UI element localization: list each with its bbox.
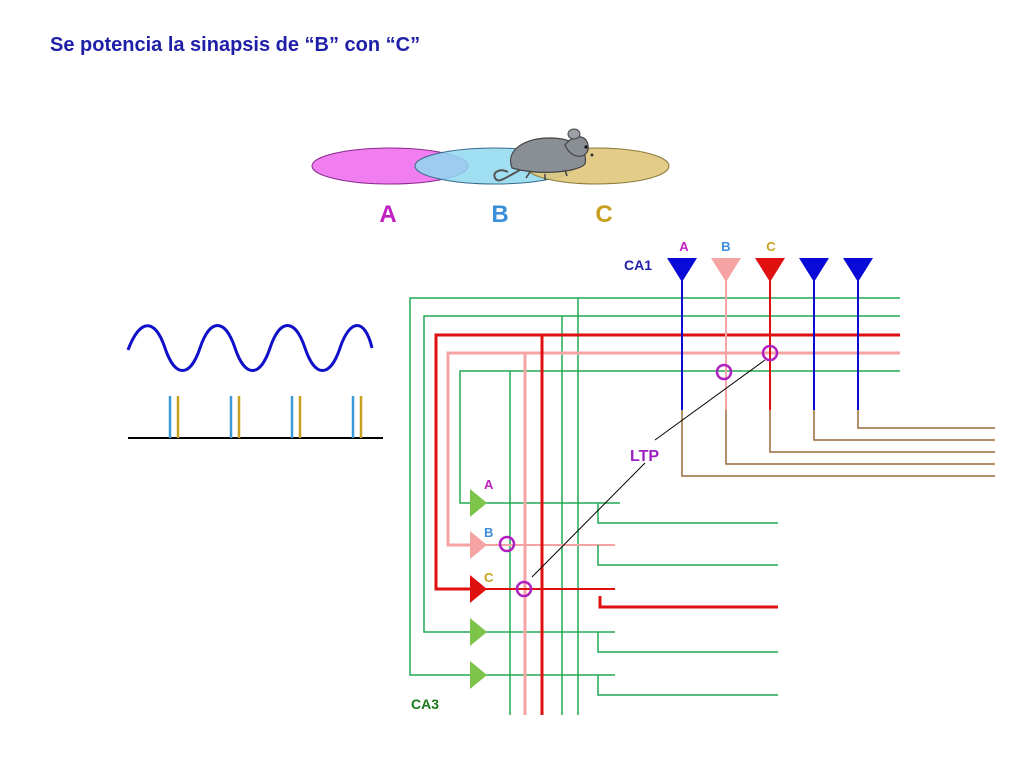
ca3-neurons	[470, 489, 487, 689]
ca1-axons	[681, 410, 995, 477]
ca1-label-a: A	[679, 239, 689, 254]
sine-wave	[126, 324, 374, 372]
ca3-neuron-c	[470, 575, 487, 603]
place-field-a-label: A	[379, 201, 396, 228]
slide-title: Se potencia la sinapsis de “B” con “C”	[50, 34, 421, 56]
synapse-marker-icon	[715, 363, 733, 381]
place-fields	[311, 147, 670, 185]
place-field-c-label: C	[595, 201, 612, 228]
ca1-neurons	[667, 258, 873, 282]
ca1-neuron-a	[667, 258, 697, 282]
ca3-region-label: CA3	[411, 696, 439, 712]
ltp-label: LTP	[630, 448, 659, 465]
ca1-label-c: C	[766, 239, 776, 254]
synapse-marker-icon	[761, 344, 779, 362]
ca3-neuron-5	[470, 661, 487, 689]
synapse-marker-icon	[515, 580, 533, 598]
ca3-neuron-4	[470, 618, 487, 646]
rat-icon	[493, 128, 594, 182]
spike-train	[128, 396, 383, 439]
ca3-collateral-network	[409, 297, 900, 715]
ca3-label-a: A	[484, 477, 494, 492]
ca3-neuron-a	[470, 489, 487, 517]
ca1-neuron-5	[843, 258, 873, 282]
ca1-neuron-b	[711, 258, 741, 282]
ca1-dendrites	[681, 270, 859, 410]
synapse-marker-icon	[498, 535, 516, 553]
place-field-b-label: B	[491, 201, 508, 228]
ca3-neuron-b-collateral	[446, 351, 900, 715]
ca1-neuron-4	[799, 258, 829, 282]
synapse-markers	[498, 344, 779, 598]
ca1-label-b: B	[721, 239, 730, 254]
ca1-region-label: CA1	[624, 257, 652, 273]
ca3-neuron-c-collateral	[434, 333, 900, 715]
ca3-label-b: B	[484, 525, 493, 540]
ca3-neuron-b	[470, 531, 487, 559]
ca1-neuron-c	[755, 258, 785, 282]
ltp-connector	[531, 359, 766, 578]
ca3-label-c: C	[484, 570, 494, 585]
